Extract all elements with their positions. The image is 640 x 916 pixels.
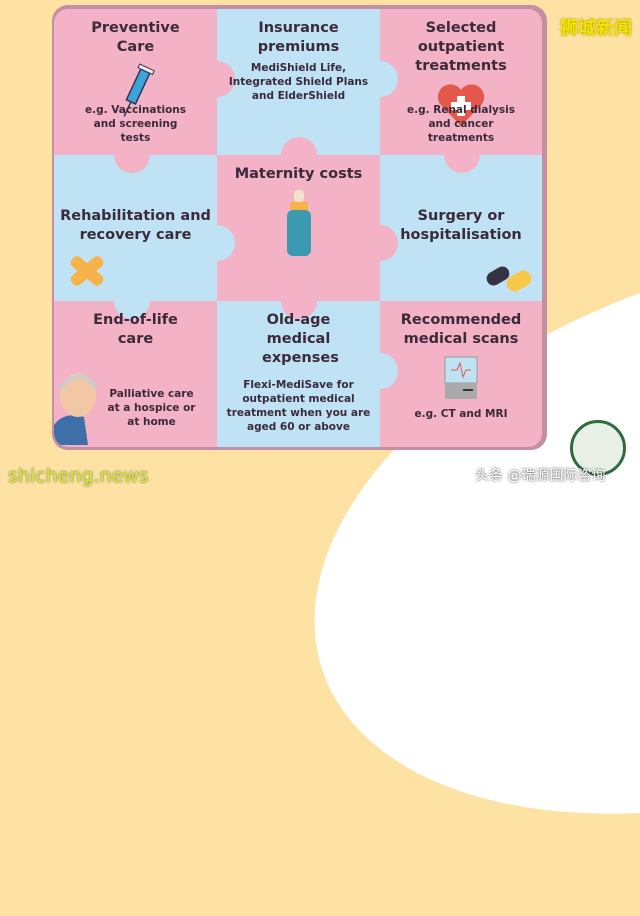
cell-note: MediShield Life, Integrated Shield Plans…: [228, 62, 369, 102]
puzzle-knob: [199, 225, 235, 261]
cell-title: Insurance premiums: [257, 20, 340, 55]
watermark-bottom-left: shicheng.news: [8, 465, 149, 487]
cell-title: Recommended medical scans: [400, 312, 522, 347]
puzzle-knob: [362, 225, 398, 261]
watermark-bottom-right: 头条 @瑞源国际咨询: [475, 468, 606, 484]
baby-bottle-icon: [286, 190, 311, 256]
cell-title: Rehabilitation and recovery care: [60, 208, 211, 243]
puzzle-knob: [444, 137, 480, 173]
puzzle-knob: [281, 283, 317, 319]
puzzle-grid: Preventive Care e.g. Vaccinations and sc…: [54, 9, 542, 447]
puzzle-knob: [281, 137, 317, 173]
cell-title: Old-age medical expenses: [262, 312, 339, 366]
cell-note: Flexi-MediSave for outpatient medical tr…: [226, 379, 371, 433]
cell-note: e.g. Renal dialysis and cancer treatment…: [406, 104, 516, 144]
scanner-icon: [444, 356, 478, 399]
cell-title: Maternity costs: [234, 166, 363, 182]
cell-rehabilitation: Rehabilitation and recovery care: [54, 137, 217, 301]
puzzle-knob: [199, 61, 235, 97]
cpf-seal-logo: [570, 420, 626, 476]
cell-preventive-care: Preventive Care e.g. Vaccinations and sc…: [54, 9, 217, 155]
cell-medical-scans: Recommended medical scans e.g. CT and MR…: [362, 301, 542, 447]
cell-selected-outpatient: Selected outpatient treatments e.g. Rena…: [362, 9, 542, 155]
cell-old-age: Old-age medical expenses Flexi-MediSave …: [217, 283, 380, 447]
puzzle-knob: [362, 61, 398, 97]
puzzle-knob: [362, 353, 398, 389]
bandage-icon: [70, 256, 104, 286]
puzzle-knob: [114, 137, 150, 173]
pills-icon: [486, 266, 532, 292]
cell-surgery: Surgery or hospitalisation: [362, 137, 542, 301]
heart-plus-icon: [437, 84, 485, 126]
cell-insurance-premiums: Insurance premiums MediShield Life, Inte…: [199, 9, 380, 173]
puzzle-knob: [114, 283, 150, 319]
cell-note: e.g. Vaccinations and screening tests: [84, 104, 187, 144]
cell-title: Surgery or hospitalisation: [400, 208, 522, 243]
watermark-top-right: 狮城新闻: [560, 18, 632, 39]
cell-title: Selected outpatient treatments: [415, 20, 507, 74]
syringe-icon: [122, 63, 155, 117]
elderly-man-icon: [54, 373, 98, 445]
cell-title: End-of-life care: [93, 312, 178, 347]
cell-title: Preventive Care: [91, 20, 180, 55]
cell-note: e.g. CT and MRI: [414, 408, 508, 420]
cell-end-of-life: End-of-life care Palliative care at a ho…: [54, 283, 217, 447]
cell-maternity: Maternity costs: [199, 155, 380, 301]
cell-note: Palliative care at a hospice or at home: [107, 388, 196, 428]
